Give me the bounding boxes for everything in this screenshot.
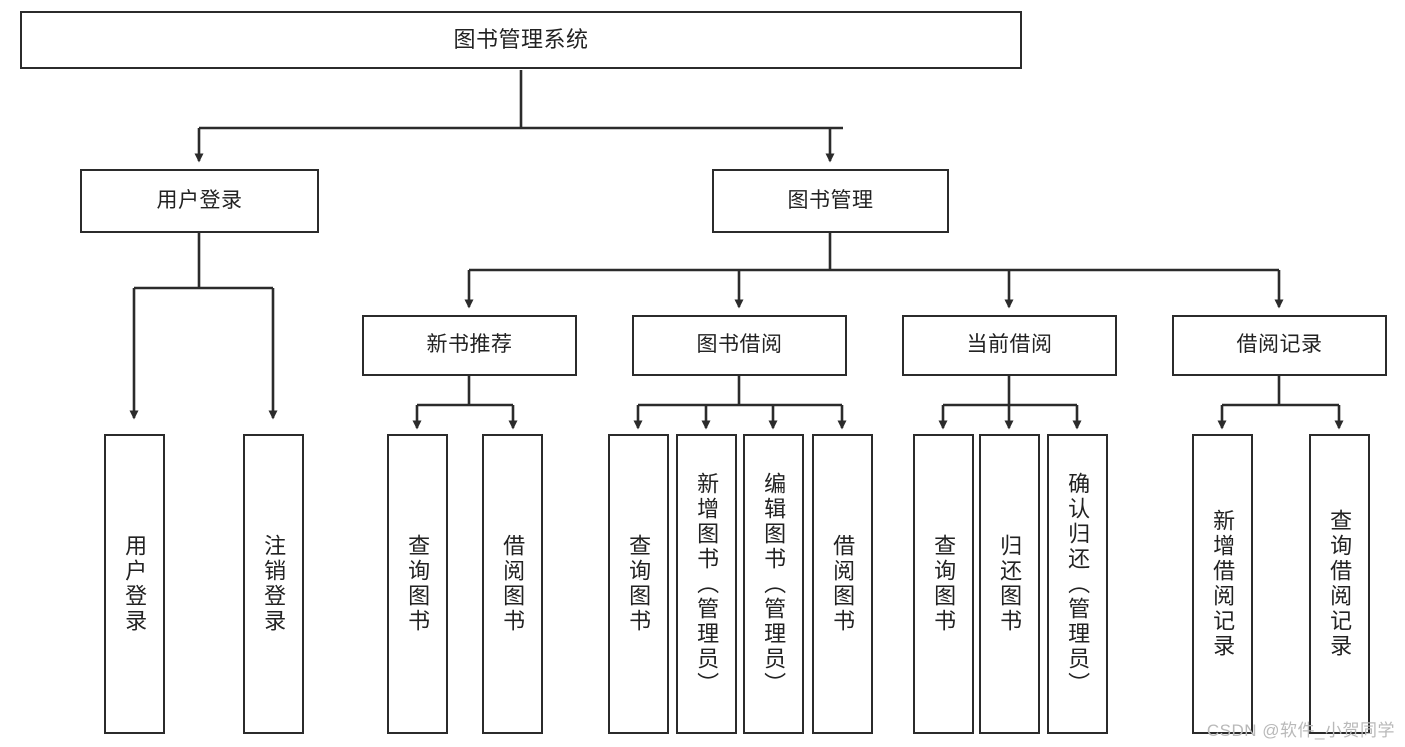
node-label: 图书管理系统 (453, 27, 589, 53)
node-label: 借阅图书 (830, 534, 856, 634)
node-leaf-logout[interactable]: 注销登录 (243, 434, 304, 734)
node-label: 用户登录 (156, 188, 243, 212)
node-book-borrow[interactable]: 图书借阅 (632, 315, 847, 376)
node-label: 查询图书 (931, 534, 957, 634)
node-leaf-confirm-return-admin[interactable]: 确认归还（管理员） (1047, 434, 1108, 734)
node-borrow-record[interactable]: 借阅记录 (1172, 315, 1387, 376)
node-label: 图书管理 (787, 188, 874, 212)
node-user-login[interactable]: 用户登录 (80, 169, 319, 233)
node-label: 归还图书 (997, 534, 1023, 634)
node-label: 新书推荐 (426, 333, 513, 357)
node-label: 借阅记录 (1236, 333, 1323, 357)
node-label: 新增借阅记录 (1210, 509, 1236, 659)
node-leaf-user-login[interactable]: 用户登录 (104, 434, 165, 734)
node-label: 查询图书 (405, 534, 431, 634)
node-leaf-add-borrow-record[interactable]: 新增借阅记录 (1192, 434, 1253, 734)
node-current-borrow[interactable]: 当前借阅 (902, 315, 1117, 376)
watermark: CSDN @软件_小贺同学 (1206, 721, 1395, 740)
node-label: 查询图书 (626, 534, 652, 634)
node-label: 图书借阅 (696, 333, 783, 357)
node-leaf-add-book-admin[interactable]: 新增图书（管理员） (676, 434, 737, 734)
node-label: 确认归还（管理员） (1065, 471, 1091, 697)
node-label: 注销登录 (261, 534, 287, 634)
node-new-book-recommend[interactable]: 新书推荐 (362, 315, 577, 376)
node-leaf-edit-book-admin[interactable]: 编辑图书（管理员） (743, 434, 804, 734)
node-label: 当前借阅 (966, 333, 1053, 357)
node-leaf-query-borrow-record[interactable]: 查询借阅记录 (1309, 434, 1370, 734)
node-leaf-return-book[interactable]: 归还图书 (979, 434, 1040, 734)
node-label: 新增图书（管理员） (694, 471, 720, 697)
node-leaf-query-book-new[interactable]: 查询图书 (387, 434, 448, 734)
node-book-management[interactable]: 图书管理 (712, 169, 949, 233)
node-root-book-management-system[interactable]: 图书管理系统 (20, 11, 1022, 69)
node-leaf-query-book-borrow[interactable]: 查询图书 (608, 434, 669, 734)
node-label: 用户登录 (122, 534, 148, 634)
node-leaf-borrow-book-new[interactable]: 借阅图书 (482, 434, 543, 734)
node-label: 编辑图书（管理员） (761, 471, 787, 697)
node-leaf-borrow-book[interactable]: 借阅图书 (812, 434, 873, 734)
node-label: 查询借阅记录 (1327, 509, 1353, 659)
node-label: 借阅图书 (500, 534, 526, 634)
node-leaf-query-book-current[interactable]: 查询图书 (913, 434, 974, 734)
